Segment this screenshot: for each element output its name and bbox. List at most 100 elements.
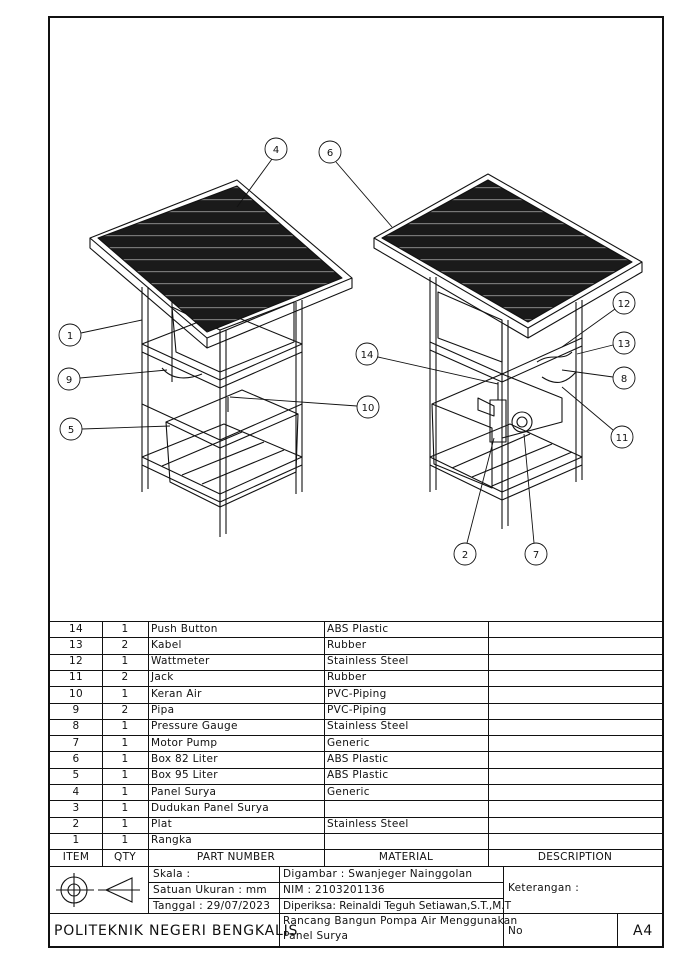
parts-cell-part: Plat [151, 818, 173, 831]
parts-cell-part: Panel Surya [151, 785, 217, 798]
parts-cell-part: Pipa [151, 704, 175, 716]
parts-cell-item: 5 [72, 769, 80, 782]
parts-cell-qty: 1 [121, 736, 129, 749]
parts-cell-material: Stainless Steel [327, 720, 409, 733]
table-rule [50, 767, 662, 769]
table-col-rule [488, 621, 489, 866]
callout-13: 13 [618, 339, 631, 350]
parts-cell-part: Wattmeter [151, 655, 210, 668]
parts-cell-material: Stainless Steel [327, 655, 409, 668]
parts-cell-item: 4 [72, 785, 80, 798]
parts-cell-item: 8 [72, 720, 80, 733]
callout-5: 5 [68, 425, 74, 436]
table-rule [50, 637, 662, 639]
table-rule [50, 718, 662, 720]
parts-cell-qty: 1 [121, 622, 129, 635]
parts-cell-item: 6 [72, 752, 80, 765]
callouts [57, 137, 636, 566]
table-rule [50, 669, 662, 671]
parts-cell-part: Kabel [151, 638, 182, 651]
table-col-rule [148, 621, 149, 866]
parts-cell-qty: 1 [121, 720, 129, 733]
callout-9: 9 [66, 375, 72, 386]
parts-cell-part: Box 82 Liter [151, 752, 218, 765]
parts-cell-qty: 2 [121, 638, 129, 651]
parts-cell-qty: 2 [121, 704, 129, 716]
parts-cell-item: 9 [72, 704, 80, 716]
parts-cell-qty: 1 [121, 769, 129, 782]
project-title-line1: Rancang Bangun Pompa Air Menggunakan [283, 915, 518, 927]
callout-12: 12 [618, 299, 631, 310]
satuan-label: Satuan Ukuran : mm [153, 884, 267, 896]
callout-4: 4 [273, 145, 279, 156]
assembly-drawing: 4 6 1 9 5 10 12 13 8 11 14 2 7 [57, 137, 643, 566]
diperiksa-label: Diperiksa: Reinaldi Teguh Setiawan,S.T.,… [283, 900, 512, 912]
table-rule [50, 686, 662, 688]
parts-cell-material: ABS Plastic [327, 622, 389, 635]
table-rule [50, 735, 662, 737]
parts-cell-qty: 1 [121, 801, 129, 814]
callout-1: 1 [67, 331, 73, 342]
parts-cell-item: 14 [69, 622, 83, 635]
table-rule [50, 832, 662, 834]
institution-name: POLITEKNIK NEGERI BENGKALIS [54, 923, 299, 939]
no-label: No [508, 925, 523, 937]
parts-cell-qty: 1 [121, 752, 129, 765]
parts-cell-material: Generic [327, 785, 370, 798]
nim-label: NIM : 2103201136 [283, 884, 385, 896]
table-rule [50, 816, 662, 818]
parts-cell-material: Rubber [327, 671, 367, 684]
left-view [89, 179, 353, 537]
parts-header-item: ITEM [62, 850, 90, 863]
parts-header-material: MATERIAL [378, 850, 434, 863]
parts-cell-material: PVC-Piping [327, 687, 387, 700]
parts-header-part: PART NUMBER [196, 850, 276, 863]
parts-cell-qty: 1 [121, 687, 129, 700]
table-rule [50, 800, 662, 802]
parts-cell-qty: 1 [121, 818, 129, 831]
parts-cell-qty: 1 [121, 655, 129, 668]
parts-cell-part: Motor Pump [151, 736, 218, 749]
callout-numbers: 4 6 1 9 5 10 12 13 8 11 14 2 7 [66, 145, 631, 561]
parts-cell-item: 3 [72, 801, 80, 814]
table-rule [50, 751, 662, 753]
parts-cell-item: 7 [72, 736, 80, 749]
parts-cell-material: ABS Plastic [327, 769, 389, 782]
sheet-size: A4 [633, 923, 654, 939]
parts-cell-qty: 2 [121, 671, 129, 684]
callout-6: 6 [327, 148, 333, 159]
right-view [373, 173, 643, 529]
parts-cell-part: Dudukan Panel Surya [151, 801, 270, 814]
callout-10: 10 [362, 403, 375, 414]
parts-cell-qty: 1 [121, 834, 129, 847]
table-col-rule [102, 621, 103, 866]
parts-header-desc: DESCRIPTION [537, 850, 613, 863]
table-col-rule [324, 621, 325, 866]
table-rule [50, 621, 662, 622]
parts-cell-part: Pressure Gauge [151, 720, 238, 733]
parts-cell-part: Keran Air [151, 687, 202, 700]
parts-cell-item: 12 [69, 655, 83, 668]
callout-14: 14 [361, 350, 374, 361]
table-rule [50, 849, 662, 851]
digambar-label: Digambar : Swanjeger Nainggolan [283, 868, 473, 880]
parts-cell-qty: 1 [121, 785, 129, 798]
parts-cell-item: 10 [69, 687, 83, 700]
table-rule [50, 702, 662, 704]
callout-7: 7 [533, 550, 539, 561]
parts-header-qty: QTY [114, 850, 136, 863]
parts-cell-material: Generic [327, 736, 370, 749]
projection-symbol-icon [56, 873, 140, 907]
table-rule [50, 784, 662, 785]
keterangan-label: Keterangan : [508, 882, 580, 894]
parts-cell-item: 1 [72, 834, 80, 847]
callout-8: 8 [621, 374, 627, 385]
parts-cell-item: 13 [69, 638, 83, 651]
parts-cell-material: PVC-Piping [327, 704, 387, 716]
parts-cell-material: Stainless Steel [327, 818, 409, 831]
parts-cell-item: 2 [72, 818, 80, 831]
parts-cell-part: Rangka [151, 834, 192, 847]
skala-label: Skala : [153, 868, 191, 880]
table-rule [50, 653, 662, 655]
